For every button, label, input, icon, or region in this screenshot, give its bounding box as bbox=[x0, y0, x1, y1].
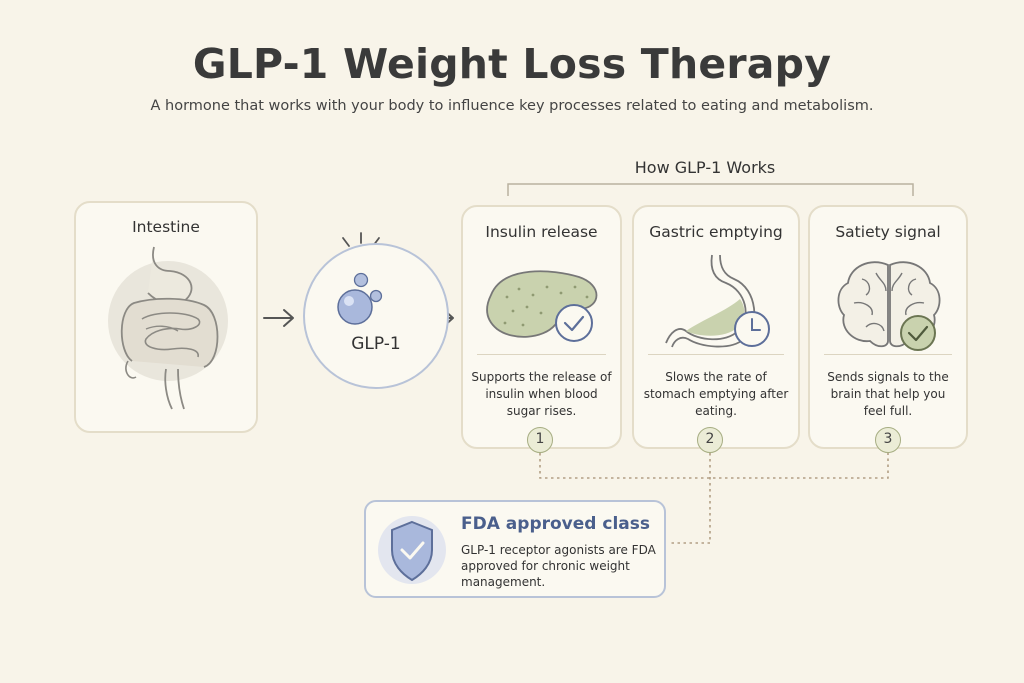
fda-title: FDA approved class bbox=[461, 514, 650, 534]
step-description: Supports the release of insulin when blo… bbox=[471, 370, 612, 418]
how-it-works-bracket bbox=[507, 183, 914, 196]
step-number-badge: 1 bbox=[527, 427, 553, 453]
page-subtitle: A hormone that works with your body to i… bbox=[150, 98, 874, 114]
brain-check-icon bbox=[837, 261, 941, 351]
step-card-gastric-emptying: Gastric emptying Slows the rate of stoma… bbox=[632, 205, 800, 449]
step-description: Sends signals to the brain that help you… bbox=[827, 370, 949, 418]
step-description: Slows the rate of stomach emptying after… bbox=[643, 370, 789, 418]
intestine-card: Intestine bbox=[74, 201, 258, 433]
step-title: Gastric emptying bbox=[649, 223, 783, 241]
dotted-connector bbox=[539, 453, 889, 544]
step-title: Insulin release bbox=[485, 223, 598, 241]
intestine-icon bbox=[108, 246, 228, 410]
step-number-badge: 3 bbox=[875, 427, 901, 453]
how-it-works-label: How GLP-1 Works bbox=[634, 158, 776, 177]
step-card-satiety-signal: Satiety signal Sends signals to the brai… bbox=[808, 205, 968, 449]
fda-approved-box: FDA approved class GLP-1 receptor agonis… bbox=[364, 500, 666, 598]
shield-check-icon bbox=[378, 516, 446, 584]
fda-description: GLP-1 receptor agonists are FDA approved… bbox=[461, 543, 656, 589]
step-card-insulin-release: Insulin release Supports the release of … bbox=[461, 205, 622, 449]
glp1-label: GLP-1 bbox=[351, 334, 401, 354]
intestine-card-title: Intestine bbox=[132, 218, 200, 236]
page-title: GLP-1 Weight Loss Therapy bbox=[192, 40, 832, 88]
pancreas-check-icon bbox=[486, 270, 598, 342]
card-divider bbox=[824, 354, 952, 355]
card-divider bbox=[648, 354, 784, 355]
step-number-badge: 2 bbox=[697, 427, 723, 453]
arrow-intestine-to-glp1 bbox=[263, 309, 294, 327]
stomach-clock-icon bbox=[665, 254, 770, 348]
step-title: Satiety signal bbox=[835, 223, 941, 241]
card-divider bbox=[477, 354, 606, 355]
